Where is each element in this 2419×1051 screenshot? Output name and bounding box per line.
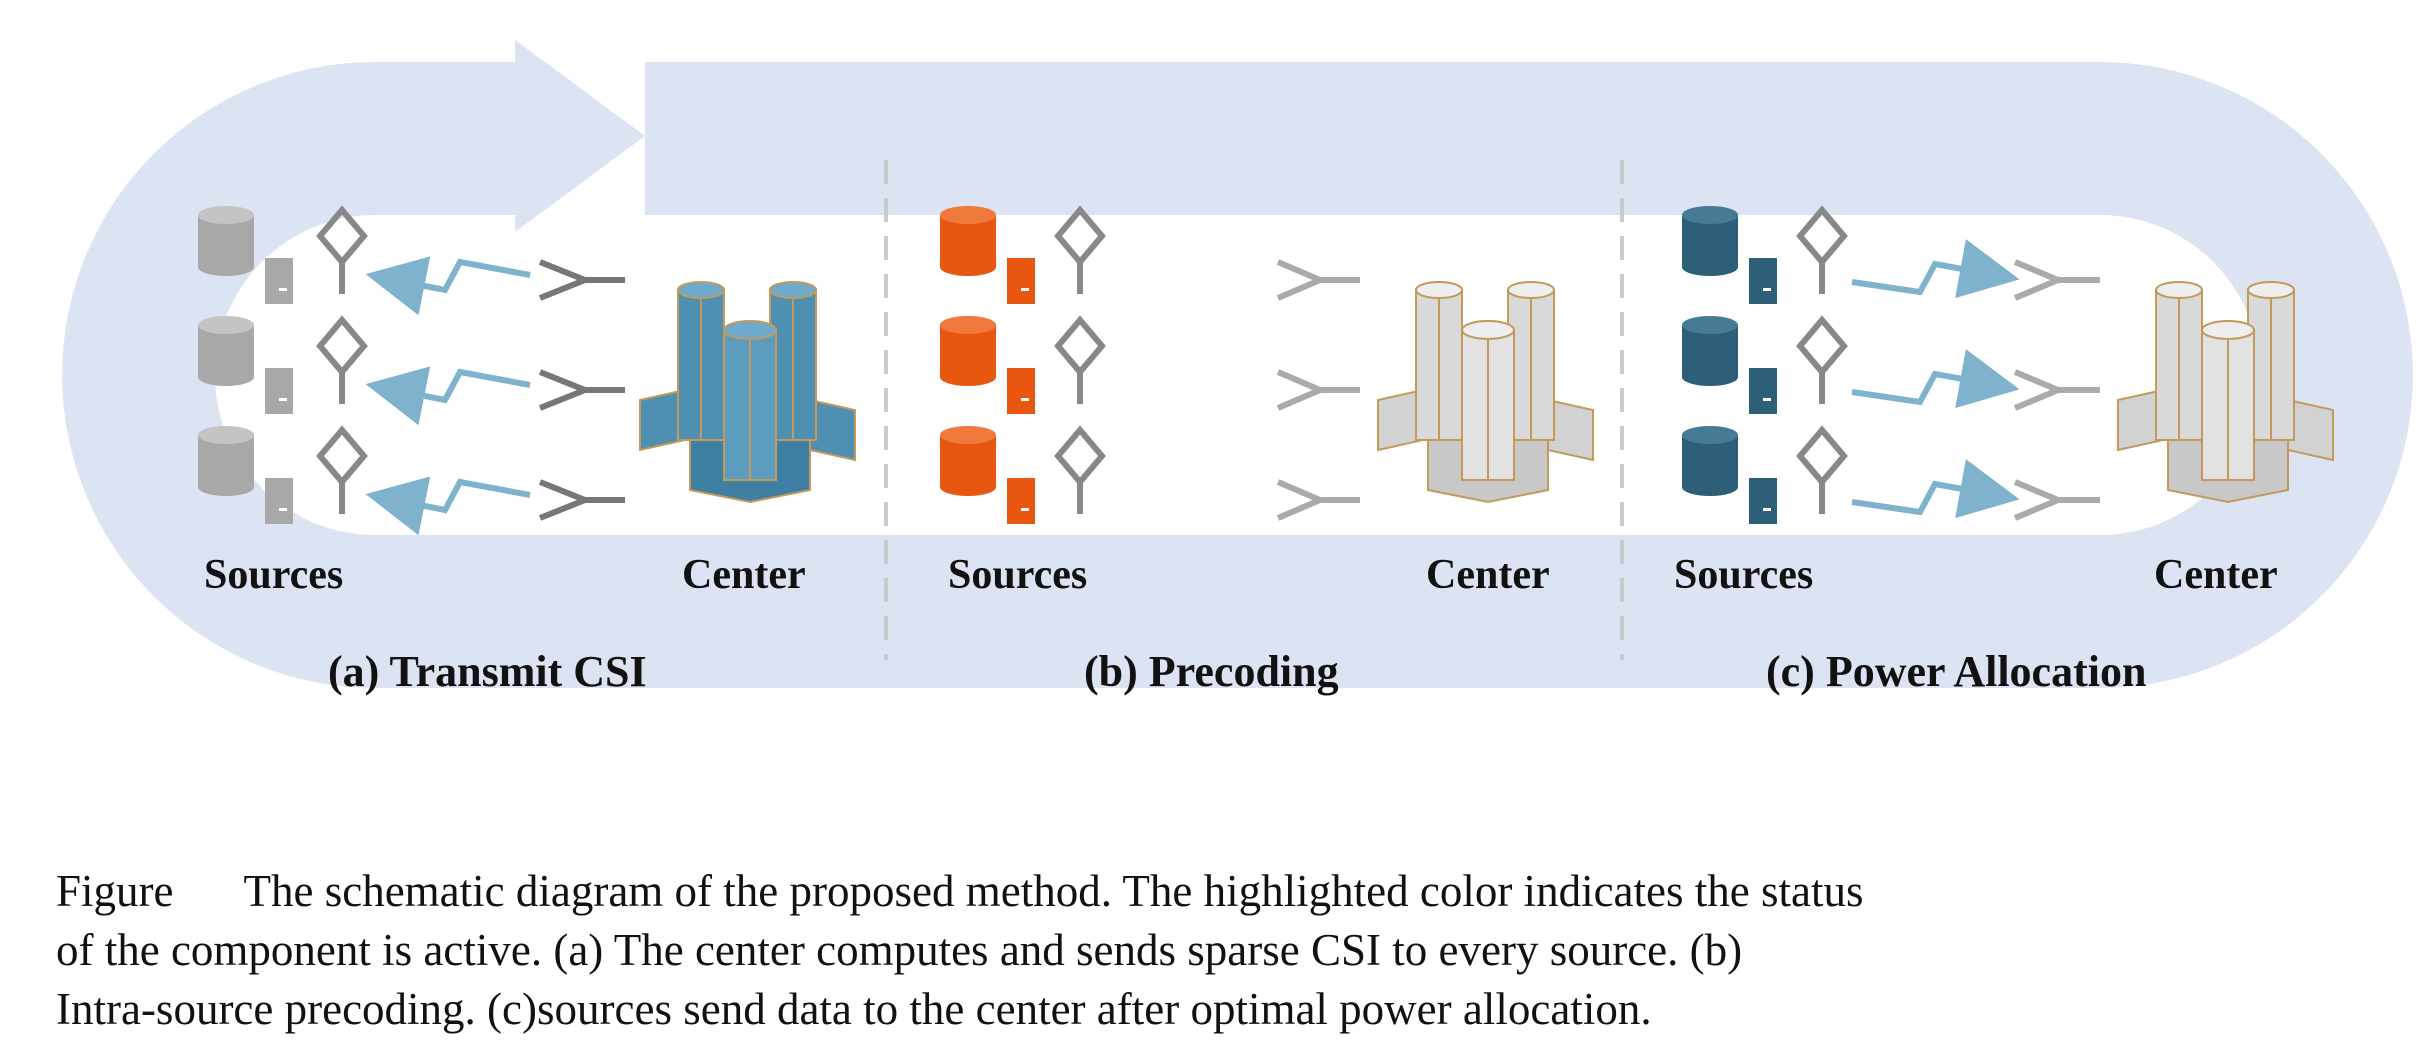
wireless-link-arrow bbox=[1851, 349, 2020, 409]
caption-text-1: The schematic diagram of the proposed me… bbox=[243, 866, 1864, 916]
caption-line-3: Intra-source precoding. (c)sources send … bbox=[56, 984, 1652, 1034]
receive-antenna bbox=[538, 369, 625, 411]
sources-label: Sources bbox=[204, 552, 343, 598]
panel-transmit-csi: Sources Center (a) Transmit CSI bbox=[198, 205, 856, 696]
source-unit bbox=[940, 425, 1106, 524]
wireless-link-arrow bbox=[365, 256, 531, 316]
source-unit bbox=[1682, 205, 1848, 304]
panel-power-allocation: Sources Center (c) Power Allocation bbox=[1674, 205, 2334, 696]
source-unit bbox=[198, 425, 368, 524]
panel-caption: (c) Power Allocation bbox=[1766, 647, 2146, 696]
sources-label: Sources bbox=[948, 552, 1087, 598]
receive-antenna bbox=[538, 259, 625, 301]
source-unit bbox=[198, 205, 368, 304]
receive-antenna bbox=[2013, 259, 2100, 301]
source-unit bbox=[1682, 315, 1848, 414]
caption-line-1: Figure The schematic diagram of the propo… bbox=[56, 862, 2176, 921]
receive-antenna bbox=[2013, 479, 2100, 521]
figure-word: Figure bbox=[56, 866, 174, 916]
panel-caption: (b) Precoding bbox=[1084, 647, 1339, 696]
cycle-loop-band bbox=[62, 40, 2413, 688]
panel-caption: (a) Transmit CSI bbox=[328, 647, 647, 696]
caption-line-2: of the component is active. (a) The cent… bbox=[56, 925, 1743, 975]
source-unit bbox=[940, 205, 1106, 304]
receive-antenna bbox=[2013, 369, 2100, 411]
center-label: Center bbox=[2154, 552, 2278, 598]
center-building-icon bbox=[639, 281, 856, 504]
center-label: Center bbox=[1426, 552, 1550, 598]
figure-caption: Figure The schematic diagram of the propo… bbox=[56, 862, 2176, 1039]
panel-precoding: Sources Center (b) Precoding bbox=[940, 205, 1594, 696]
receive-antenna bbox=[1276, 369, 1360, 411]
wireless-link-arrow bbox=[365, 366, 531, 426]
wireless-link-arrow bbox=[1851, 239, 2020, 299]
receive-antenna bbox=[1276, 259, 1360, 301]
source-unit bbox=[198, 315, 368, 414]
center-label: Center bbox=[682, 552, 806, 598]
sources-label: Sources bbox=[1674, 552, 1813, 598]
receive-antenna bbox=[538, 479, 625, 521]
center-building-icon bbox=[2117, 281, 2334, 504]
source-unit bbox=[1682, 425, 1848, 524]
wireless-link-arrow bbox=[1851, 459, 2020, 519]
cycle-arrow-head bbox=[515, 40, 645, 232]
method-schematic-diagram: Sources Center (a) Transmit CSI bbox=[62, 40, 2413, 696]
wireless-link-arrow bbox=[365, 476, 531, 536]
center-building-icon bbox=[1377, 281, 1594, 504]
source-unit bbox=[940, 315, 1106, 414]
receive-antenna bbox=[1276, 479, 1360, 521]
